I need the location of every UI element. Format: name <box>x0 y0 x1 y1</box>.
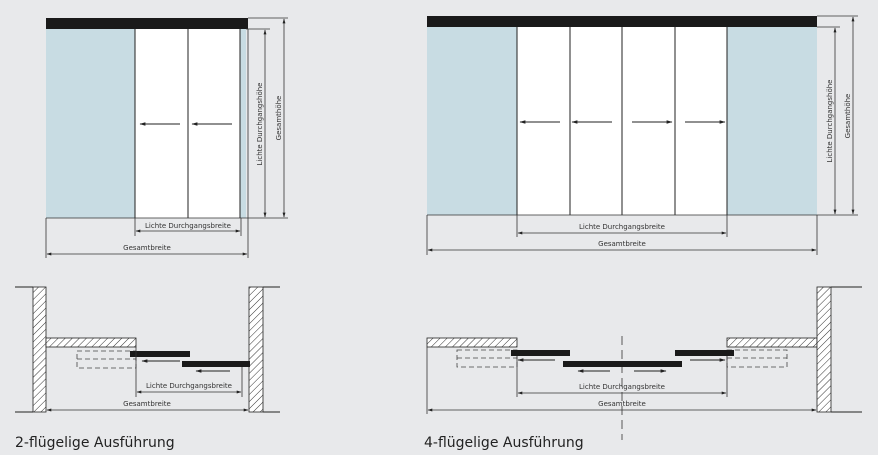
total-width-label: Gesamtbreite <box>123 400 171 408</box>
plan-2-leaf: Lichte Durchgangsbreite Gesamtbreite 2-f… <box>15 286 280 451</box>
fixed-glass-panel-right <box>727 27 817 215</box>
total-height-label: Gesamthöhe <box>844 94 852 139</box>
wall-right <box>248 286 264 413</box>
parked-leaf-outline <box>456 349 518 368</box>
fixed-glass-panel <box>46 29 135 218</box>
plan-4-leaf: Lichte Durchgangsbreite Gesamtbreite 4-f… <box>424 286 862 451</box>
glass-strip <box>240 29 246 218</box>
total-width-label: Gesamtbreite <box>123 244 171 252</box>
wall-right <box>816 286 832 413</box>
clear-width-label: Lichte Durchgangsbreite <box>146 382 232 390</box>
door-leaf-4 <box>675 350 734 356</box>
wall-left <box>32 286 47 413</box>
top-rail <box>427 16 817 27</box>
clear-height-label: Lichte Durchgangshöhe <box>256 83 264 166</box>
wall-ledge <box>45 337 137 348</box>
clear-width-label: Lichte Durchgangsbreite <box>579 383 665 391</box>
clear-width-label: Lichte Durchgangsbreite <box>145 222 231 230</box>
door-leaf-2 <box>182 361 250 367</box>
clear-height-label: Lichte Durchgangshöhe <box>826 80 834 163</box>
door-leaves-2-3 <box>563 361 682 367</box>
clear-width-label: Lichte Durchgangsbreite <box>579 223 665 231</box>
fixed-glass-panel-left <box>427 27 517 215</box>
total-width-label: Gesamtbreite <box>598 400 646 408</box>
wall-ledge-left <box>426 337 518 348</box>
caption-4-leaf: 4-flügelige Ausführung <box>424 435 584 451</box>
parked-leaf-outline <box>76 350 137 369</box>
caption-2-leaf: 2-flügelige Ausführung <box>15 435 175 451</box>
wall-ledge-right <box>726 337 818 348</box>
total-height-label: Gesamthöhe <box>275 96 283 141</box>
door-leaf-1 <box>130 351 190 357</box>
elevation-2-leaf: Lichte Durchgangshöhe Gesamthöhe Lichte … <box>45 17 288 258</box>
total-width-label: Gesamtbreite <box>598 240 646 248</box>
top-rail <box>46 18 248 29</box>
door-leaf-1 <box>511 350 570 356</box>
elevation-4-leaf: Lichte Durchgangshöhe Gesamthöhe Lichte … <box>426 15 858 255</box>
parked-leaf-outline <box>726 349 788 368</box>
